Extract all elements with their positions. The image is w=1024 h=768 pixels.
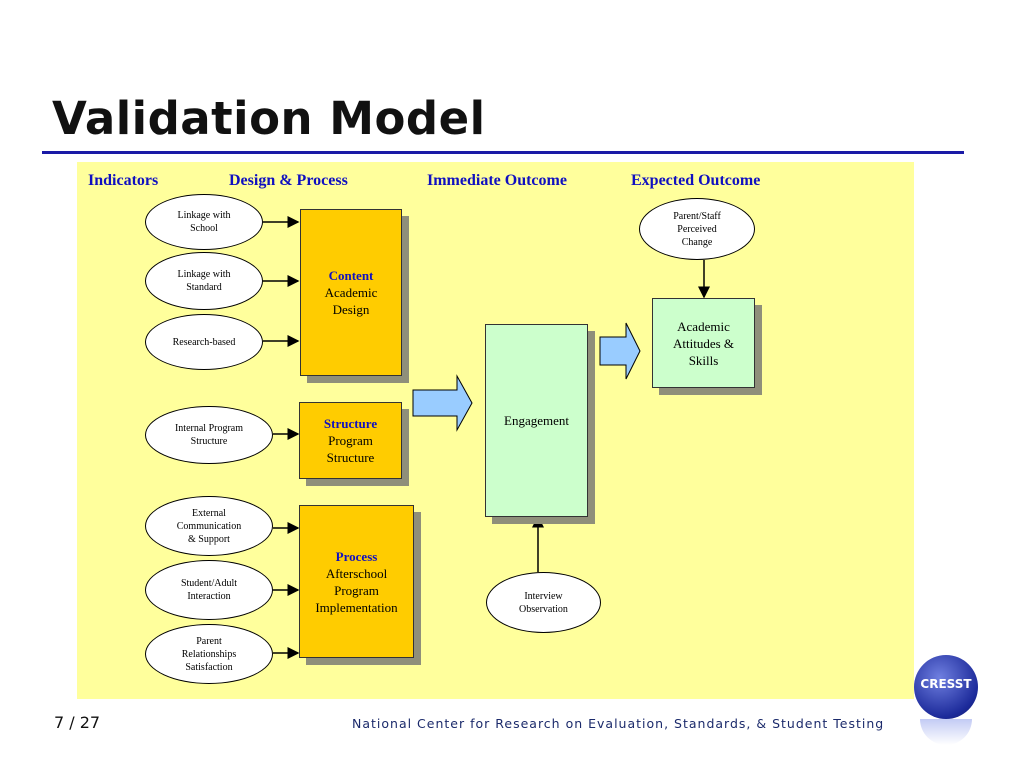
engagement-box: Engagement [485,324,588,517]
indicator-perceived-change: Parent/Staff Perceived Change [639,198,755,260]
design-box-process-body: Afterschool Program Implementation [315,565,398,615]
indicator-interview-observation: Interview Observation [486,572,601,633]
column-heading-design-process: Design & Process [229,172,348,189]
design-box-content-head: Content [328,268,374,283]
engagement-label: Engagement [504,413,569,428]
indicator-parent-relationships: Parent Relationships Satisfaction [145,624,273,684]
indicator-research-based: Research-based [145,314,263,370]
design-box-structure-body: Program Structure [326,433,375,465]
column-heading-expected-outcome: Expected Outcome [631,172,761,189]
page-number: 7 / 27 [54,713,101,732]
title-rule [42,151,964,154]
cresst-logo: CRESST [914,655,978,755]
design-box-content: Content Academic Design [300,209,402,376]
indicator-student-adult: Student/Adult Interaction [145,560,273,620]
design-box-structure-head: Structure [323,416,378,431]
footer-organization: National Center for Research on Evaluati… [352,716,885,731]
column-heading-indicators: Indicators [88,172,159,189]
design-box-process: Process Afterschool Program Implementati… [299,505,414,658]
indicator-external-communication: External Communication & Support [145,496,273,556]
design-box-content-body: Academic Design [324,285,378,317]
logo-reflection [920,719,972,745]
indicator-linkage-school: Linkage with School [145,194,263,250]
indicator-linkage-standard: Linkage with Standard [145,252,263,310]
column-heading-immediate-outcome: Immediate Outcome [427,172,567,189]
slide-title: Validation Model [52,92,486,145]
logo-text: CRESST [920,677,972,691]
logo-disc [914,655,978,719]
design-box-structure: Structure Program Structure [299,402,402,479]
academic-label: Academic Attitudes & Skills [672,318,735,368]
indicator-internal-structure: Internal Program Structure [145,406,273,464]
design-box-process-head: Process [335,548,378,564]
academic-box: Academic Attitudes & Skills [652,298,755,388]
